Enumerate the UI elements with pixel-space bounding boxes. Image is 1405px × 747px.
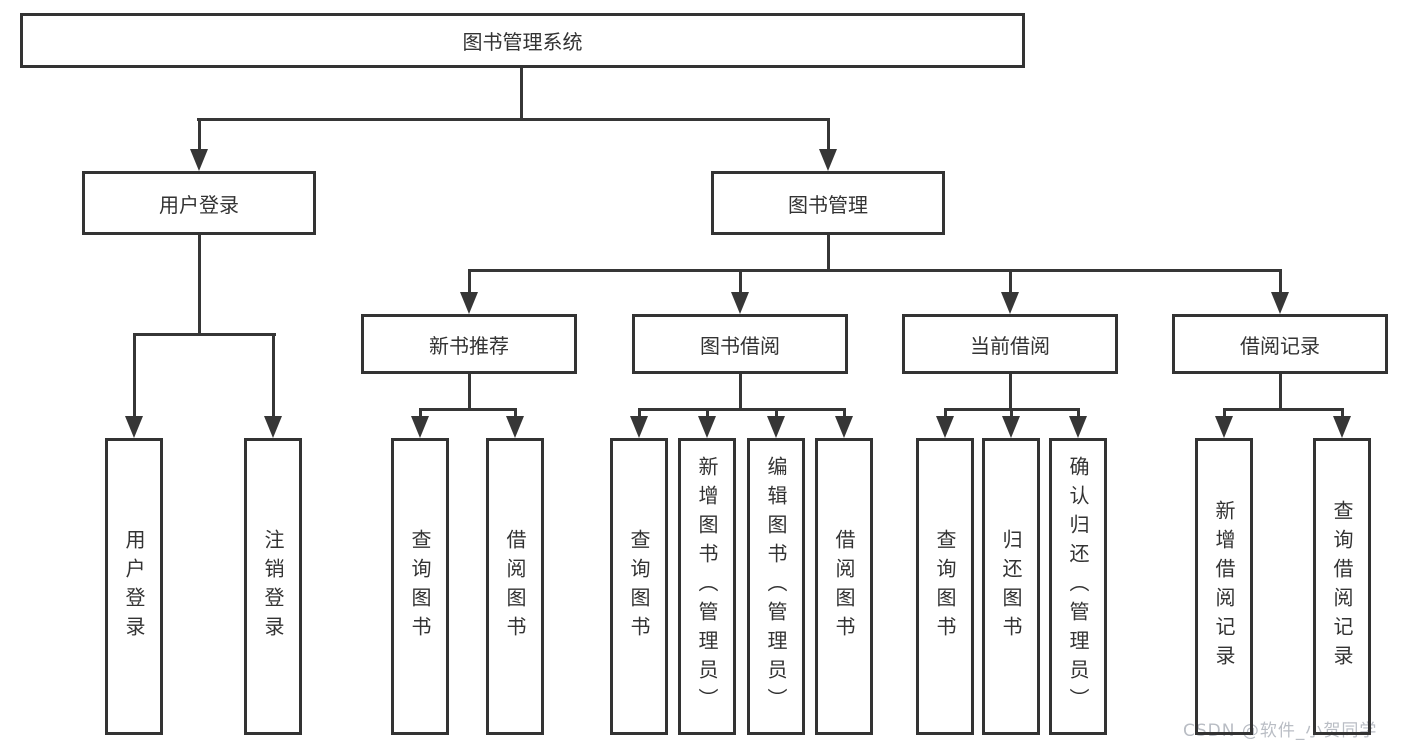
leaf-query-books: 查询图书 bbox=[916, 438, 974, 735]
leaf-logout: 注销登录 bbox=[244, 438, 302, 735]
connector-line bbox=[1222, 411, 1226, 420]
connector-line bbox=[774, 411, 778, 420]
connector-book-mgmt-rail bbox=[467, 269, 1282, 272]
arrowhead-down-icon bbox=[506, 416, 524, 438]
connector-section-rail bbox=[943, 408, 1080, 411]
arrowhead-down-icon bbox=[411, 416, 429, 438]
arrowhead-down-icon bbox=[630, 416, 648, 438]
leaf-borrow-books: 借阅图书 bbox=[486, 438, 544, 735]
leaf-return-books: 归还图书 bbox=[982, 438, 1040, 735]
csdn-watermark: CSDN @软件_小贺同学 bbox=[1183, 721, 1378, 741]
connector-line bbox=[1340, 411, 1344, 420]
arrowhead-down-icon bbox=[1069, 416, 1087, 438]
connector-line bbox=[1278, 272, 1282, 296]
connector-line bbox=[637, 411, 641, 420]
connector-section-rail bbox=[1222, 408, 1344, 411]
node-book-management: 图书管理 bbox=[711, 171, 945, 235]
connector-section-rail bbox=[637, 408, 846, 411]
connector-section-stem bbox=[1278, 374, 1282, 411]
arrowhead-down-icon bbox=[1333, 416, 1351, 438]
connector-line bbox=[705, 411, 709, 420]
connector-line bbox=[943, 411, 947, 420]
connector-line bbox=[271, 336, 275, 420]
arrowhead-down-icon bbox=[936, 416, 954, 438]
connector-section-rail bbox=[418, 408, 517, 411]
leaf-query-books: 查询图书 bbox=[391, 438, 449, 735]
node-new-book-recommend: 新书推荐 bbox=[361, 314, 577, 374]
arrowhead-down-icon bbox=[731, 292, 749, 314]
connector-section-stem bbox=[738, 374, 742, 411]
connector-line bbox=[842, 411, 846, 420]
connector-line bbox=[1009, 411, 1013, 420]
connector-line bbox=[1008, 272, 1012, 296]
leaf-query-books: 查询图书 bbox=[610, 438, 668, 735]
arrowhead-down-icon bbox=[460, 292, 478, 314]
connector-line bbox=[467, 272, 471, 296]
node-root: 图书管理系统 bbox=[20, 13, 1025, 68]
node-borrow-records: 借阅记录 bbox=[1172, 314, 1388, 374]
arrowhead-down-icon bbox=[698, 416, 716, 438]
arrowhead-down-icon bbox=[1002, 416, 1020, 438]
connector-line bbox=[418, 411, 422, 420]
node-user-login: 用户登录 bbox=[82, 171, 316, 235]
arrowhead-down-icon bbox=[125, 416, 143, 438]
connector-user-login-stem bbox=[197, 235, 201, 336]
arrowhead-down-icon bbox=[1215, 416, 1233, 438]
arrowhead-down-icon bbox=[819, 149, 837, 171]
connector-line bbox=[738, 272, 742, 296]
node-book-borrow: 图书借阅 bbox=[632, 314, 848, 374]
leaf-confirm-return-admin: 确认归还（管理员） bbox=[1049, 438, 1107, 735]
connector-line bbox=[826, 121, 830, 153]
connector-line bbox=[132, 336, 136, 420]
node-current-borrow: 当前借阅 bbox=[902, 314, 1118, 374]
leaf-add-borrow-record: 新增借阅记录 bbox=[1195, 438, 1253, 735]
connector-user-login-rail bbox=[132, 333, 276, 336]
connector-line bbox=[197, 121, 201, 153]
leaf-add-books-admin: 新增图书（管理员） bbox=[678, 438, 736, 735]
arrowhead-down-icon bbox=[190, 149, 208, 171]
leaf-edit-books-admin: 编辑图书（管理员） bbox=[747, 438, 805, 735]
connector-line bbox=[1076, 411, 1080, 420]
leaf-borrow-books: 借阅图书 bbox=[815, 438, 873, 735]
leaf-query-borrow-record: 查询借阅记录 bbox=[1313, 438, 1371, 735]
arrowhead-down-icon bbox=[1271, 292, 1289, 314]
arrowhead-down-icon bbox=[1001, 292, 1019, 314]
connector-root-rail bbox=[197, 118, 830, 121]
leaf-user-login: 用户登录 bbox=[105, 438, 163, 735]
connector-book-mgmt-stem bbox=[826, 235, 830, 272]
connector-section-stem bbox=[467, 374, 471, 411]
connector-section-stem bbox=[1008, 374, 1012, 411]
arrowhead-down-icon bbox=[264, 416, 282, 438]
connector-line bbox=[513, 411, 517, 420]
arrowhead-down-icon bbox=[835, 416, 853, 438]
connector-root-stem bbox=[520, 68, 523, 120]
arrowhead-down-icon bbox=[767, 416, 785, 438]
